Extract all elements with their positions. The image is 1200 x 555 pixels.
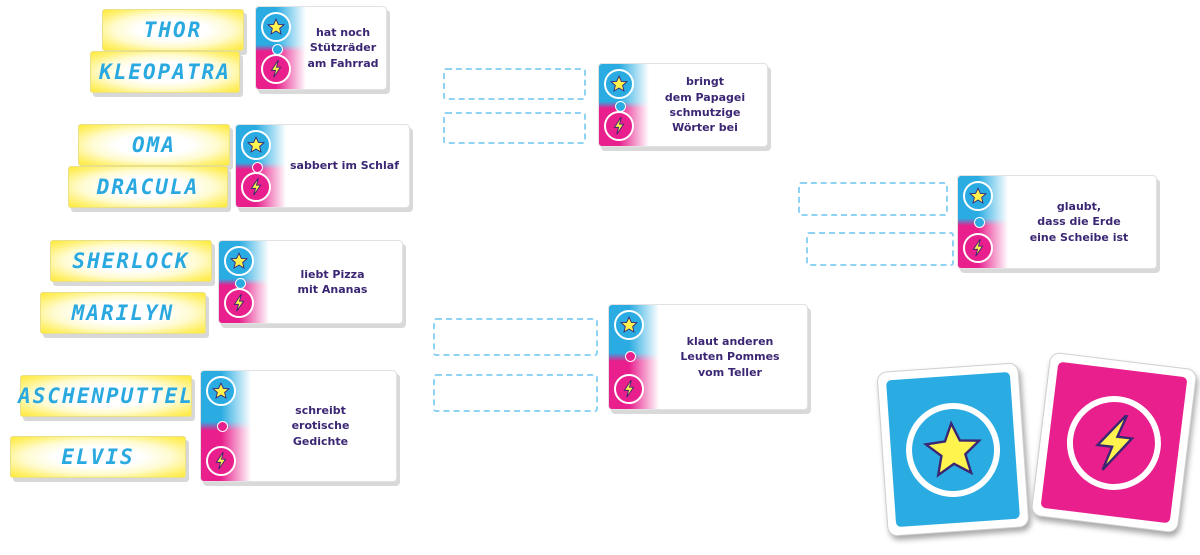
empty-name-slot[interactable] — [433, 318, 598, 356]
trait-card-pommes[interactable]: klaut anderen Leuten Pommes vom Teller — [608, 304, 808, 410]
empty-name-slot[interactable] — [806, 232, 954, 266]
trait-card-stuetzraeder[interactable]: hat noch Stützräder am Fahrrad — [255, 6, 387, 90]
mini-dot-icon — [625, 351, 636, 362]
trait-text: sabbert im Schlaf — [289, 159, 399, 173]
empty-name-slot[interactable] — [433, 374, 598, 412]
lightning-bolt-icon — [1095, 414, 1135, 471]
name-tile-oma[interactable]: OMA — [78, 124, 230, 166]
lightning-bolt-icon — [241, 172, 271, 202]
mini-dot-icon — [217, 421, 228, 432]
trait-text: hat noch Stützräder am Fahrrad — [307, 25, 379, 70]
lightning-bolt-icon — [261, 54, 291, 84]
name-label: THOR — [143, 18, 203, 42]
name-label: OMA — [132, 133, 176, 157]
lightning-bolt-icon — [604, 111, 634, 141]
name-label: ELVIS — [61, 445, 135, 469]
empty-name-slot[interactable] — [443, 112, 586, 144]
star-icon — [241, 130, 271, 160]
name-tile-marilyn[interactable]: MARILYN — [40, 292, 206, 334]
name-tile-thor[interactable]: THOR — [102, 9, 244, 51]
star-ring — [902, 399, 1004, 500]
lightning-vote-card[interactable] — [1030, 351, 1198, 534]
trait-text: glaubt, dass die Erde eine Scheibe ist — [1029, 199, 1129, 244]
name-label: SHERLOCK — [72, 249, 190, 273]
lightning-bolt-icon — [614, 374, 644, 404]
trait-card-papagei[interactable]: bringt dem Papagei schmutzige Wörter bei — [598, 63, 768, 147]
lightning-bolt-icon — [963, 233, 993, 263]
trait-text: liebt Pizza mit Ananas — [297, 267, 368, 296]
star-icon — [922, 419, 982, 478]
name-label: ASCHENPUTTEL — [18, 384, 194, 408]
star-vote-card[interactable] — [876, 362, 1030, 537]
star-icon — [224, 246, 254, 276]
trait-text: klaut anderen Leuten Pommes vom Teller — [680, 334, 780, 379]
star-icon — [963, 181, 993, 211]
name-tile-elvis[interactable]: ELVIS — [10, 436, 186, 478]
mini-dot-icon — [974, 217, 985, 228]
lightning-bolt-icon — [224, 288, 254, 318]
name-tile-dracula[interactable]: DRACULA — [68, 166, 228, 208]
trait-text: bringt dem Papagei schmutzige Wörter bei — [664, 75, 746, 135]
name-label: MARILYN — [71, 301, 175, 325]
trait-text: schreibt erotische Gedichte — [291, 403, 350, 448]
name-tile-sherlock[interactable]: SHERLOCK — [50, 240, 212, 282]
star-icon — [261, 12, 291, 42]
trait-card-gedichte[interactable]: schreibt erotische Gedichte — [200, 370, 397, 482]
star-icon — [206, 376, 236, 406]
star-icon — [604, 69, 634, 99]
lightning-bolt-icon — [206, 446, 236, 476]
lightning-ring — [1061, 390, 1167, 495]
name-label: KLEOPATRA — [99, 60, 231, 84]
trait-card-scheibe[interactable]: glaubt, dass die Erde eine Scheibe ist — [957, 175, 1157, 269]
name-label: DRACULA — [96, 175, 200, 199]
name-tile-kleopatra[interactable]: KLEOPATRA — [90, 51, 240, 93]
name-tile-aschenputtel[interactable]: ASCHENPUTTEL — [18, 375, 194, 417]
star-card-face — [886, 371, 1020, 528]
star-icon — [614, 310, 644, 340]
trait-card-sabbert[interactable]: sabbert im Schlaf — [235, 124, 410, 208]
empty-name-slot[interactable] — [798, 182, 948, 216]
empty-name-slot[interactable] — [443, 68, 586, 100]
lightning-card-face — [1040, 361, 1188, 524]
trait-card-pizza[interactable]: liebt Pizza mit Ananas — [218, 240, 403, 324]
